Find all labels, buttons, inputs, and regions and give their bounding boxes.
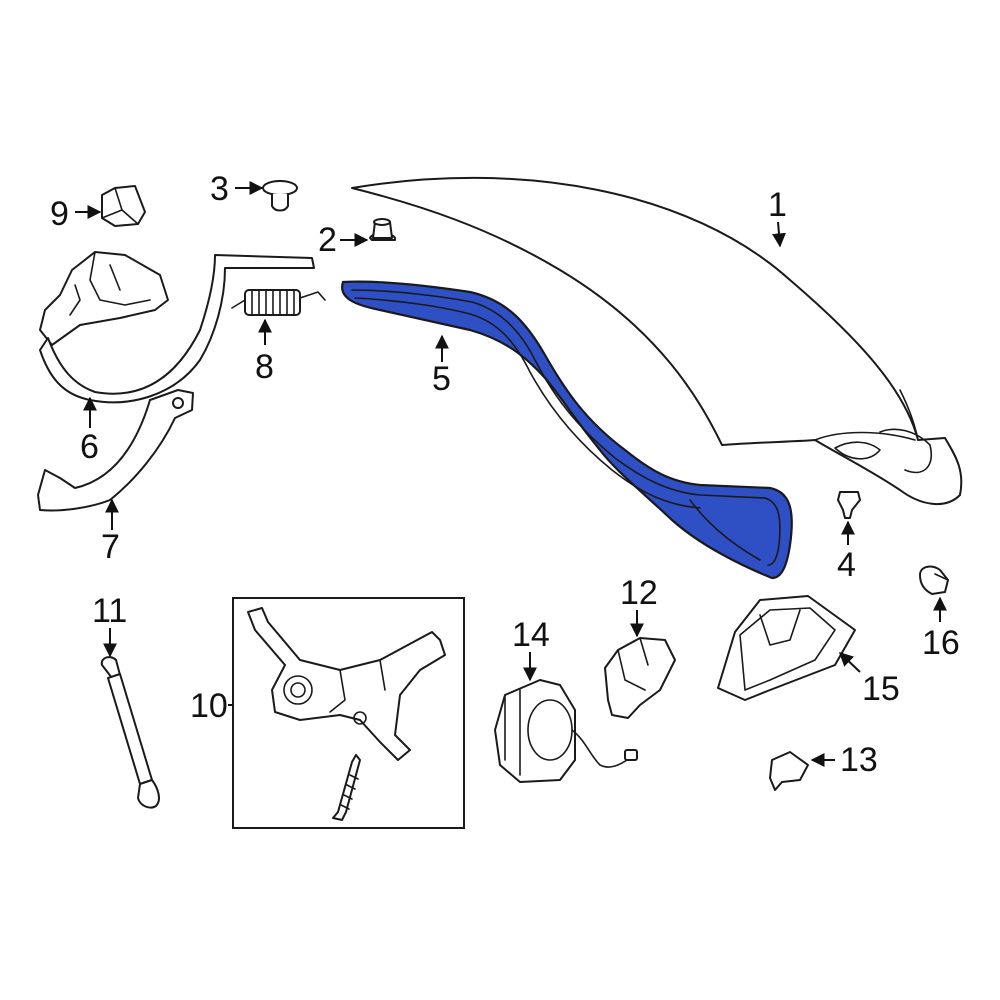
callout-5: 5 [432,360,451,398]
callout-13: 13 [840,741,878,779]
callout-3: 3 [210,170,229,208]
clip-part-13 [769,751,809,791]
bracket-part-9 [101,185,146,227]
callout-1: 1 [768,186,787,224]
callout-15: 15 [862,670,900,708]
callout-2: 2 [318,221,337,259]
callout-7: 7 [101,528,120,566]
gas-strut-part-11 [100,656,160,809]
latch-actuator-box-part-10 [232,597,465,829]
weatherstrip-part-5 [341,280,793,580]
callout-11: 11 [92,592,127,630]
callout-14: 14 [512,616,550,654]
callout-4: 4 [837,546,856,584]
trunk-lid-part-1 [351,176,963,506]
callout-labels: 1 2 3 4 5 6 7 8 9 10 11 12 13 14 15 16 [50,170,960,779]
latch-part-12 [604,637,676,719]
callout-12: 12 [620,574,658,612]
leader-1 [771,221,786,248]
spring-part-8 [231,289,326,316]
hinge-arm-part-7 [37,389,194,512]
leader-lines [75,181,947,767]
actuator-part-14 [494,679,638,783]
callout-16: 16 [922,624,960,662]
leader-15 [838,652,861,673]
callout-8: 8 [255,348,274,386]
callout-9: 9 [50,195,69,233]
handle-part-15 [717,595,856,701]
clip-part-3 [262,180,298,212]
clip-part-4 [837,491,861,519]
callout-10: 10 [190,687,228,725]
bumper-part-2 [369,218,396,241]
grommet-part-16 [919,565,949,595]
callout-6: 6 [80,428,99,466]
